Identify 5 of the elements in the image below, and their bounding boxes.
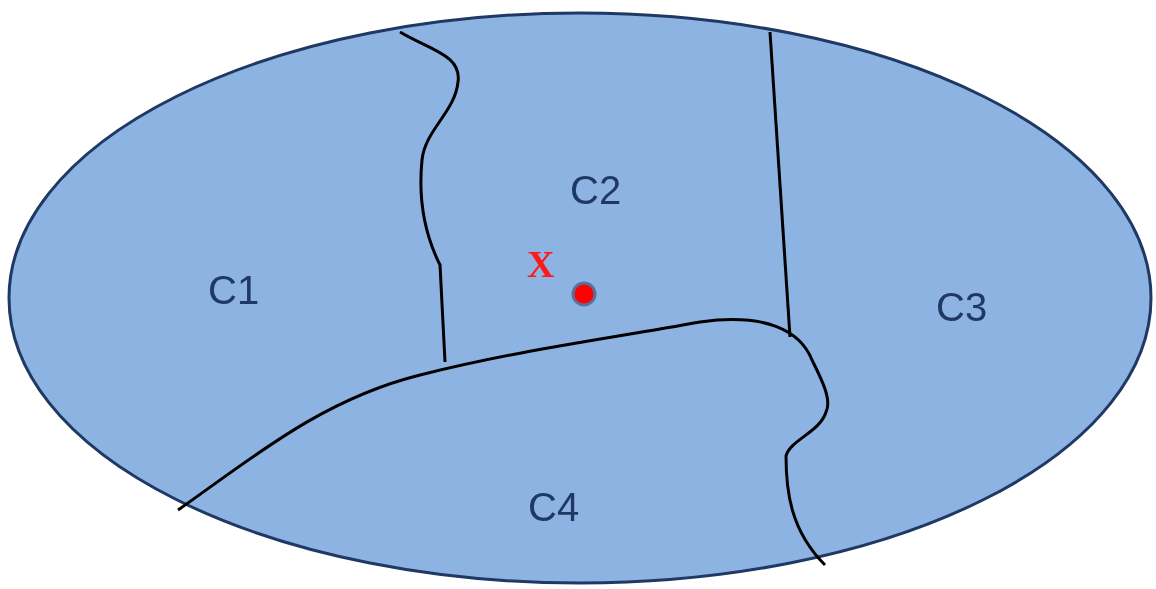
region-label: C4: [528, 487, 580, 527]
point-label: X: [527, 245, 555, 283]
region-label: C1: [208, 270, 260, 310]
region-label: C3: [936, 287, 988, 327]
region-label: C2: [570, 170, 622, 210]
